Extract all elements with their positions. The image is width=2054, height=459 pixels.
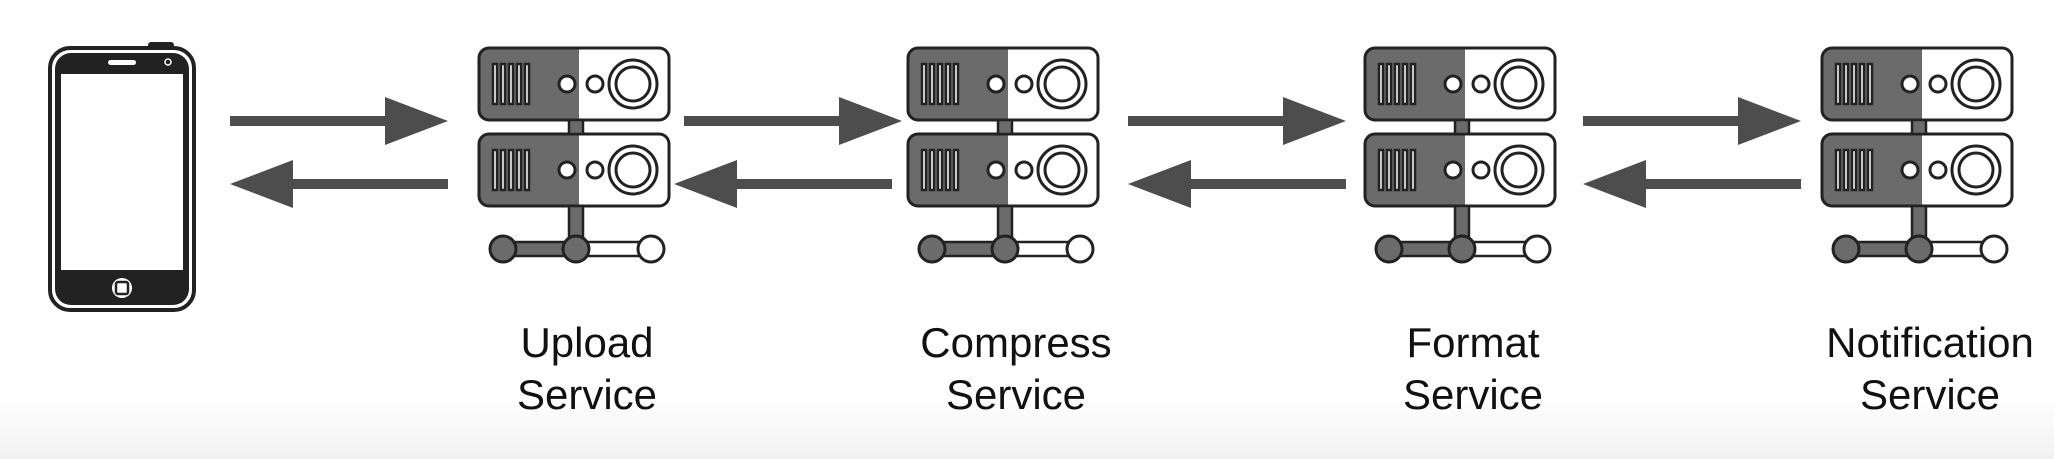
compress-service-label-line2: Service (945, 371, 1087, 418)
notification-service-label-line1: Notification (1826, 319, 2034, 366)
notification-service-label: Notification Service (1790, 317, 2054, 421)
compress-service-server-icon (908, 48, 1098, 262)
arrow-upload-to-phone (230, 160, 448, 208)
mobile-phone-icon (48, 40, 196, 312)
upload-service-server-icon (479, 48, 669, 262)
arrow-compress-to-upload (674, 160, 892, 208)
notification-service-label-line2: Service (1859, 371, 2001, 418)
format-service-label-line2: Service (1402, 371, 1544, 418)
format-service-server-icon (1365, 48, 1555, 262)
arrow-format-to-notification (1583, 97, 1801, 145)
format-service-label-line1: Format (1406, 319, 1540, 366)
format-service-label: Format Service (1333, 317, 1613, 421)
upload-service-label-line2: Service (516, 371, 658, 418)
arrow-phone-to-upload (230, 97, 448, 145)
upload-service-label-line1: Upload (520, 319, 654, 366)
compress-service-label: Compress Service (876, 317, 1156, 421)
notification-service-server-icon (1822, 48, 2012, 262)
arrow-format-to-compress (1128, 160, 1346, 208)
arrow-compress-to-format (1128, 97, 1346, 145)
arrow-upload-to-compress (684, 97, 902, 145)
compress-service-label-line1: Compress (920, 319, 1112, 366)
upload-service-label: Upload Service (447, 317, 727, 421)
arrow-notification-to-format (1583, 160, 1801, 208)
